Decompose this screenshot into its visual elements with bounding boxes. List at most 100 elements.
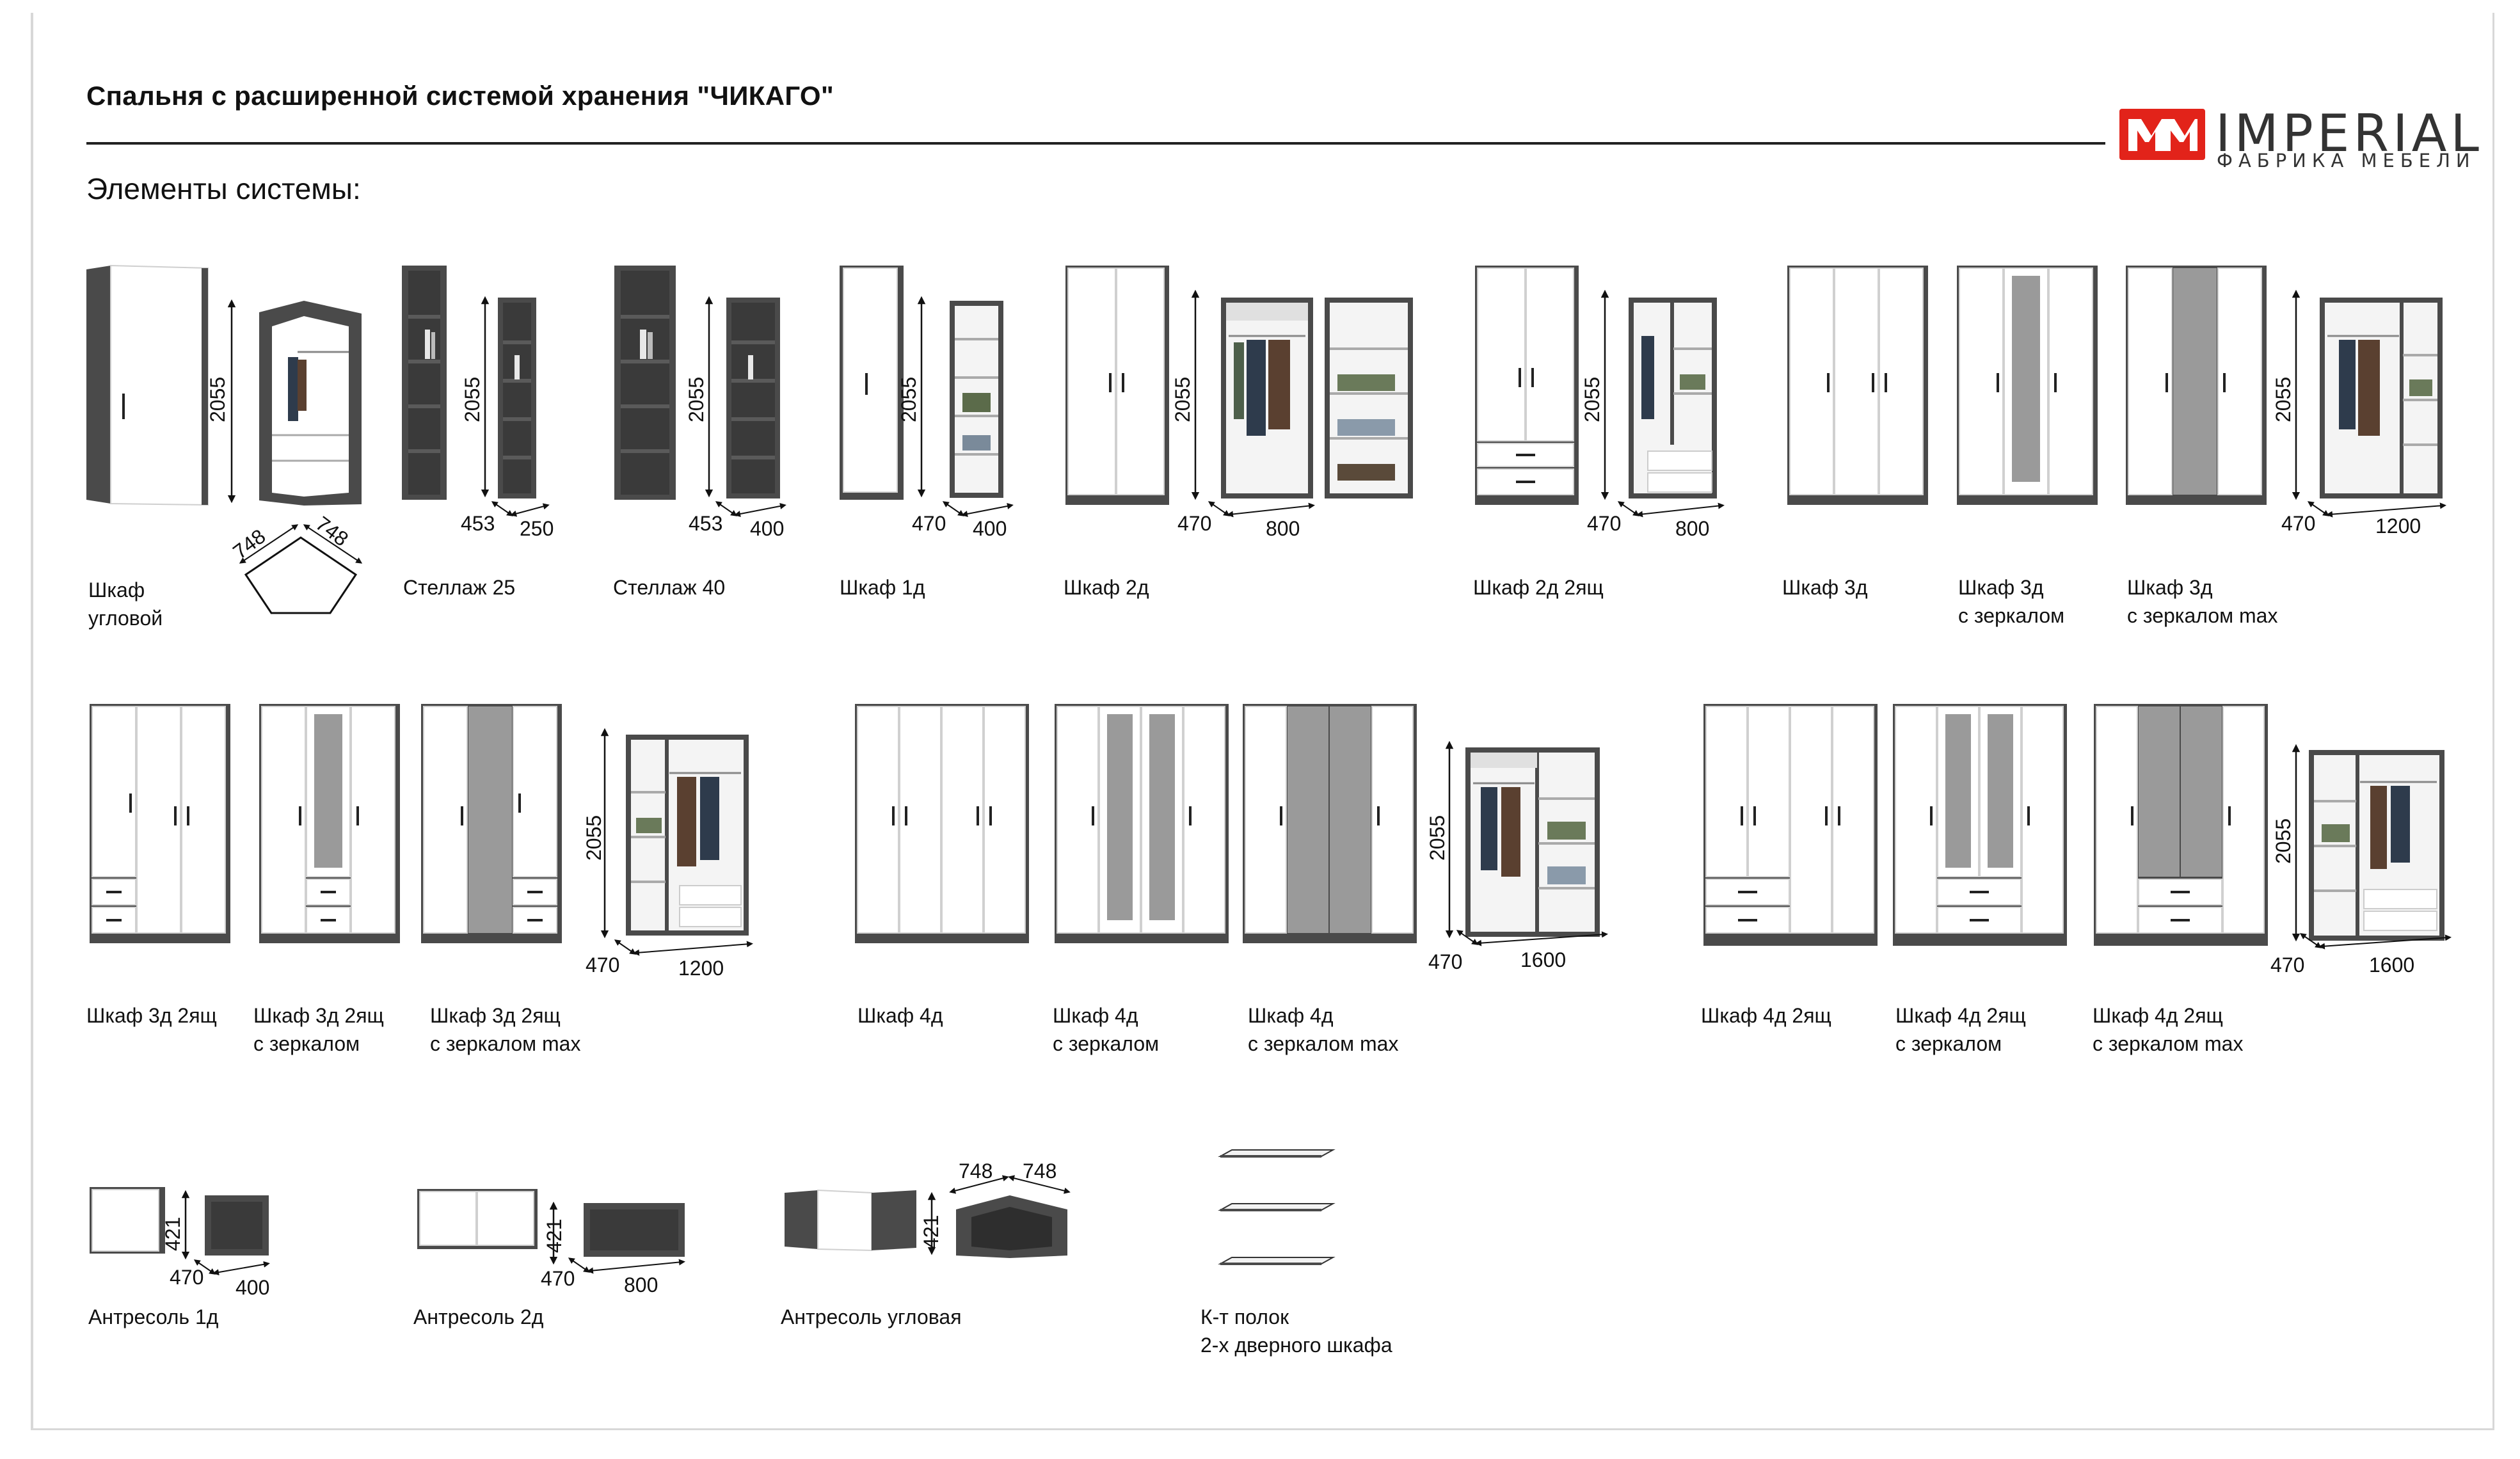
mezzanine-2d-image: [417, 1189, 538, 1249]
wardrobe-4d-mirror-image: [1055, 704, 1229, 943]
height-dim-row2-a: [600, 728, 609, 939]
label-mezzanine-corner: Антресоль угловая: [781, 1305, 962, 1328]
wardrobe-4d-2dr-open-image: [2309, 750, 2444, 941]
height-dim-mezz1: [181, 1190, 190, 1260]
dim-width: 800: [1675, 517, 1710, 540]
mezzanine-corner-image: [785, 1189, 916, 1252]
wardrobe-4d-open-image: [1465, 747, 1600, 937]
depth-arrows-row2-a: [614, 939, 753, 956]
dim-width: 1200: [678, 957, 724, 980]
depth-arrows-mezz2: [568, 1257, 685, 1274]
dim-width: 800: [1266, 517, 1300, 540]
frame-left: [31, 13, 33, 1430]
dim-depth: 470: [541, 1267, 575, 1290]
wardrobe-2d-2dr-open-image: [1629, 298, 1717, 498]
height-dim-shelf25: [481, 296, 490, 498]
wardrobe-3d-2dr-mirror-max-image: [421, 704, 562, 943]
wardrobe-1d-open-image: [950, 301, 1003, 498]
corner-plan-diagram: [239, 524, 363, 614]
label-wardrobe-3d: Шкаф 3д: [1782, 576, 1868, 599]
wardrobe-3d-2dr-open-image: [626, 735, 749, 936]
depth-arrows-2d2: [1617, 501, 1725, 518]
height-dim-row2-b: [1445, 740, 1454, 939]
frame-right: [2492, 13, 2494, 1430]
dim-width: 400: [235, 1276, 270, 1299]
wardrobe-4d-image: [855, 704, 1029, 943]
wardrobe-2d-image: [1065, 266, 1169, 505]
mezzanine-1d-image: [90, 1187, 165, 1254]
dim-height: 2055: [582, 815, 605, 861]
dim-width: 1600: [2369, 953, 2415, 977]
dim-width: 800: [624, 1273, 658, 1296]
label-wardrobe-4d: Шкаф 4д: [857, 1004, 943, 1027]
height-dim-mezzc: [927, 1192, 936, 1256]
wardrobe-1d-image: [840, 266, 904, 500]
header-divider: [86, 142, 2105, 145]
depth-arrows-2d: [1208, 501, 1315, 518]
wardrobe-4d-2dr-mirror-max-image: [2094, 704, 2268, 946]
dim-depth: 470: [2270, 953, 2305, 977]
dim-depth-right: 748: [1023, 1160, 1057, 1183]
height-dim-3d: [2292, 289, 2301, 500]
dim-height: 2055: [206, 376, 229, 422]
dim-depth: 470: [1177, 512, 1212, 535]
dim-depth: 470: [1428, 950, 1463, 973]
dim-width: 400: [750, 517, 785, 540]
depth-arrows-row2-b: [1456, 930, 1608, 946]
dim-height: 2055: [897, 376, 920, 422]
dim-depth: 470: [586, 953, 620, 977]
height-dim-2d: [1191, 289, 1200, 500]
wardrobe-3d-2dr-image: [90, 704, 230, 943]
corner-wardrobe-open-image: [259, 301, 362, 506]
wardrobe-4d-2dr-mirror-image: [1893, 704, 2067, 946]
wardrobe-3d-mirror-image: [1957, 266, 2098, 505]
wardrobe-2d-shelves-image: [1325, 298, 1413, 498]
mezzanine-1d-open-image: [205, 1195, 269, 1256]
dim-depth: 470: [2281, 512, 2316, 535]
shelf40-open-image: [726, 298, 780, 498]
dim-depth: 470: [170, 1266, 204, 1289]
dim-height: 2055: [1581, 376, 1604, 422]
dim-height: 2055: [461, 376, 484, 422]
dim-depth: 453: [689, 512, 723, 535]
label-wardrobe-2d-2dr: Шкаф 2д 2ящ: [1473, 576, 1604, 599]
height-dim-corner: [227, 299, 236, 504]
wardrobe-4d-mirror-max-image: [1243, 704, 1417, 943]
shelves-kit-image: [1218, 1149, 1336, 1265]
brand-logo: IMPERIAL ФАБРИКА МЕБЕЛИ: [2119, 104, 2479, 171]
wardrobe-3d-image: [1787, 266, 1928, 505]
corner-wardrobe-image: [86, 264, 209, 506]
height-dim-mezz2: [549, 1201, 558, 1265]
dim-width: 400: [973, 517, 1007, 540]
wardrobe-2d-open-image: [1221, 298, 1313, 498]
dim-width: 1600: [1520, 948, 1567, 971]
depth-arrows-mezzc: [949, 1175, 1071, 1194]
page-title: Спальня с расширенной системой хранения …: [86, 81, 834, 111]
dim-depth-left: 748: [959, 1160, 993, 1183]
wardrobe-4d-2dr-image: [1703, 704, 1878, 946]
frame-bottom: [31, 1428, 2494, 1430]
logo-mark-icon: [2119, 109, 2205, 160]
label-mezzanine-1d: Антресоль 1д: [88, 1305, 219, 1328]
depth-arrows-1d: [942, 501, 1014, 517]
mezzanine-corner-open-image: [956, 1195, 1067, 1258]
shelf25-open-image: [498, 298, 536, 498]
shelf40-image: [614, 266, 676, 500]
label-wardrobe-1d: Шкаф 1д: [840, 576, 925, 599]
logo-name: IMPERIAL: [2215, 104, 2483, 163]
depth-arrows-row2-c: [2299, 933, 2452, 950]
dim-height: 2055: [1171, 376, 1194, 422]
depth-arrows-3d: [2307, 501, 2446, 518]
dim-height: 421: [543, 1218, 566, 1253]
dim-height: 421: [920, 1215, 943, 1249]
depth-arrows-mezz1: [193, 1259, 270, 1276]
